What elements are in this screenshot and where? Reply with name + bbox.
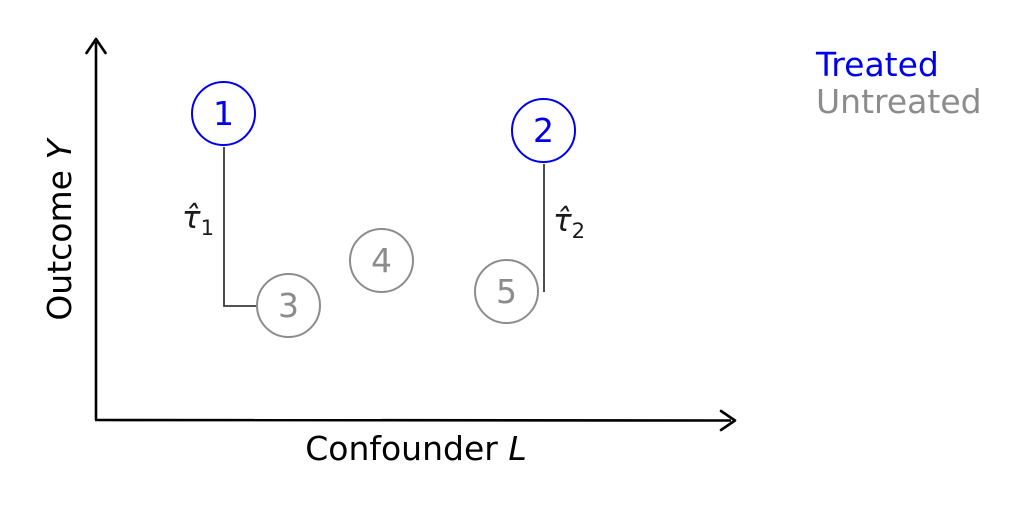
- tau-subscript: 1: [200, 215, 214, 241]
- x-axis-variable: L: [508, 429, 527, 468]
- y-axis-arrowhead-icon: [85, 37, 107, 55]
- data-point-untreated-3: 3: [256, 273, 321, 338]
- tau-subscript: 2: [571, 218, 586, 244]
- legend-item-treated: Treated: [816, 45, 939, 84]
- legend-item-untreated: Untreated: [816, 82, 982, 121]
- x-axis-line: [94, 418, 732, 422]
- tau-symbol: τ̂: [553, 203, 572, 239]
- tau-hat-2-label: τ̂2: [553, 203, 585, 241]
- y-axis-label: Outcome Y: [36, 100, 84, 360]
- data-point-treated-1: 1: [191, 81, 256, 146]
- x-axis-label: Confounder L: [256, 428, 576, 470]
- data-point-label: 5: [496, 272, 517, 311]
- data-point-label: 1: [213, 94, 234, 133]
- data-point-label: 4: [371, 241, 392, 280]
- tau-symbol: τ̂: [181, 200, 201, 236]
- tau-hat-1-label: τ̂1: [162, 200, 214, 238]
- connector-1-to-3: [223, 147, 256, 307]
- x-axis-arrowhead-icon: [719, 409, 737, 432]
- data-point-label: 2: [533, 111, 554, 150]
- data-point-treated-2: 2: [511, 98, 576, 163]
- data-point-untreated-4: 4: [349, 228, 414, 293]
- data-point-untreated-5: 5: [474, 259, 539, 324]
- legend: Treated Untreated: [816, 46, 982, 120]
- y-axis-variable: Y: [40, 139, 79, 160]
- y-axis-label-text: Outcome: [40, 170, 79, 321]
- data-point-label: 3: [278, 286, 299, 325]
- x-axis-label-text: Confounder: [305, 429, 498, 468]
